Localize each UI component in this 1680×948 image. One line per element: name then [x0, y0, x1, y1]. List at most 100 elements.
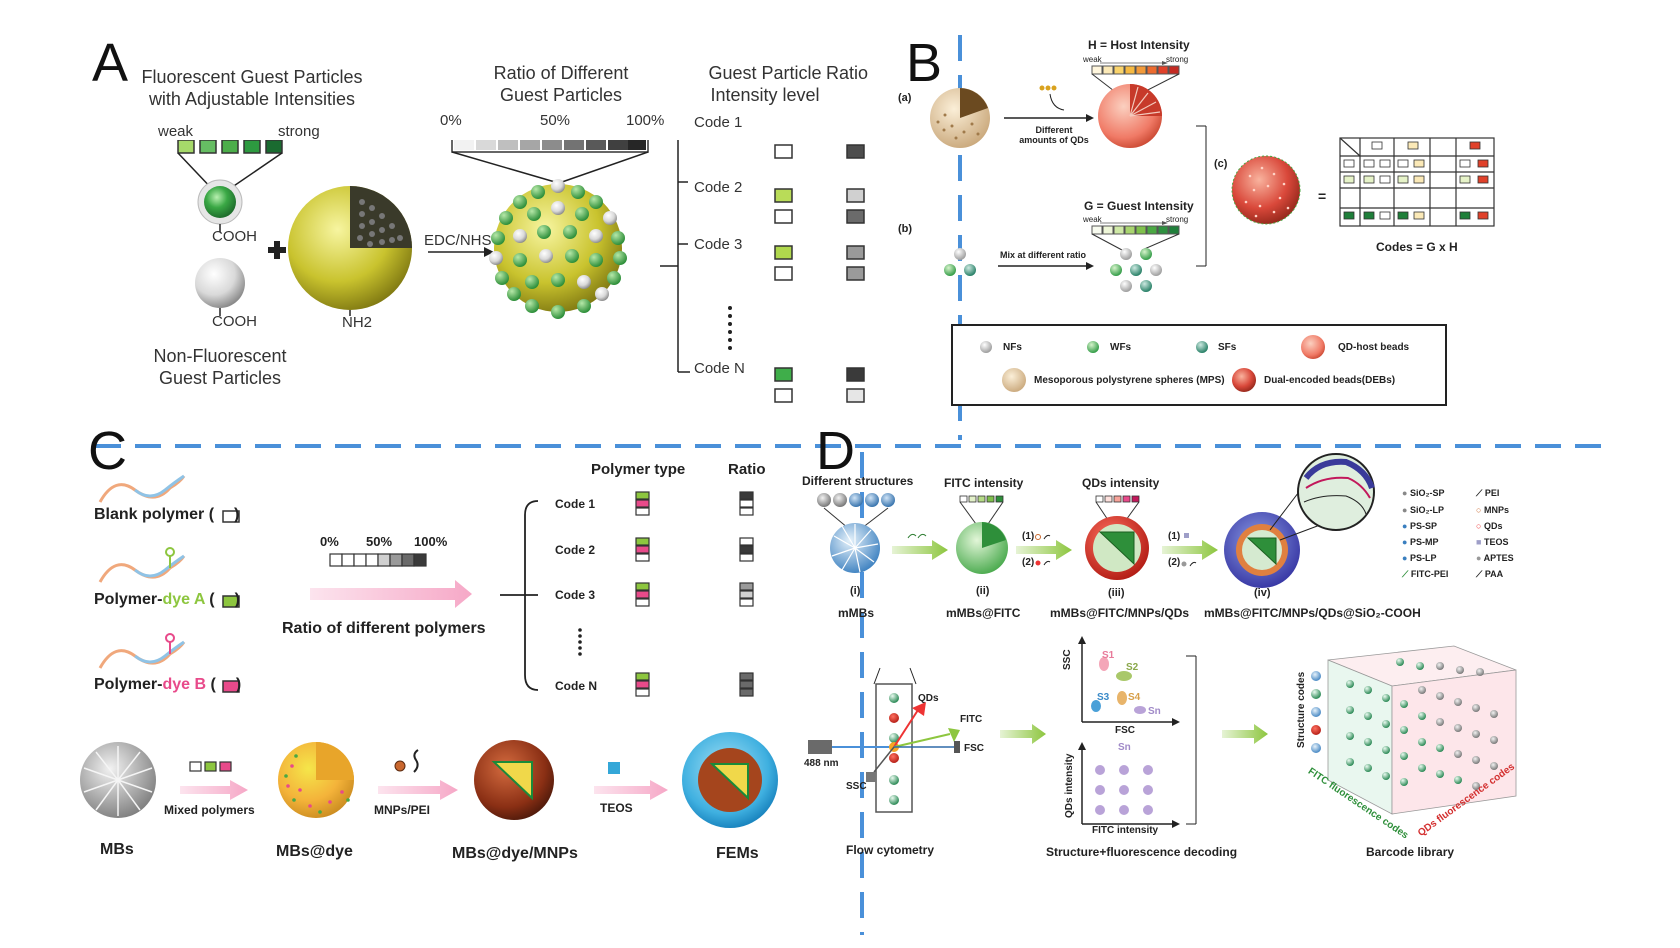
barcode-balls — [1346, 658, 1498, 790]
step-c-label: (c) — [1214, 158, 1228, 170]
polymer-type-stacks — [635, 491, 650, 697]
mix-ratio-label: Mix at different ratio — [1000, 250, 1087, 260]
flow-fitc-label: FITC — [960, 714, 983, 725]
mmbs-fitc-label: mMBs@FITC — [946, 606, 1021, 620]
legend-qds: ○ QDs — [1476, 521, 1503, 531]
structure-code-spheres — [1311, 671, 1321, 753]
step-ii-label: (ii) — [976, 585, 990, 597]
guest-strong: strong — [1166, 215, 1189, 224]
cluster-sn: Sn — [1148, 706, 1161, 717]
edc-nhs-label: EDC/NHS — [424, 232, 492, 249]
flow-cytometry-label: Flow cytometry — [846, 843, 935, 857]
code-table — [1339, 137, 1495, 227]
barcode-library-label: Barcode library — [1366, 845, 1455, 859]
cooh-label-1: COOH — [212, 228, 257, 245]
plot2-y-label: QDs intensity — [1064, 753, 1075, 818]
host-strong: strong — [1166, 55, 1189, 64]
decorated-particle-satellites — [489, 179, 627, 319]
plot2-x-label: FITC intensity — [1092, 825, 1159, 836]
polymer-dye-a-label: Polymer-dye A () — [94, 591, 240, 608]
strong-label: strong — [278, 123, 320, 140]
c-pct-100: 100% — [414, 534, 448, 549]
code-3-label: Code 3 — [694, 236, 743, 253]
step-b-label: (b) — [898, 223, 913, 235]
pct-0: 0% — [440, 112, 462, 129]
c-pct-50: 50% — [366, 534, 393, 549]
cluster-s1: S1 — [1102, 650, 1115, 661]
legend-fitc-pei: ⟋ FITC-PEI — [1402, 569, 1449, 579]
ratio-gradient-bar — [451, 140, 649, 153]
polymer-dye-b-label: Polymer-dye B () — [94, 676, 242, 693]
plot1-x-label: FSC — [1115, 725, 1135, 736]
laser-label: 488 nm — [804, 758, 839, 769]
code-n-label: Code N — [694, 360, 745, 377]
legend-ps-sp: ● PS-SP — [1402, 521, 1437, 531]
step-2a: (2) — [1022, 557, 1035, 568]
c-code-2: Code 2 — [555, 543, 596, 557]
qds-intensity-label: QDs intensity — [1082, 476, 1160, 490]
ratio-stacks — [739, 491, 754, 697]
c-ratio-header: Ratio — [728, 461, 766, 478]
step-2b: (2) — [1168, 557, 1181, 568]
pct-50: 50% — [540, 112, 571, 129]
c-code-1: Code 1 — [555, 497, 596, 511]
legend-sio2-lp: ● SiO₂-LP — [1402, 505, 1444, 515]
fems-label: FEMs — [716, 845, 759, 862]
pct-100: 100% — [626, 112, 665, 129]
host-intensity-title: H = Host Intensity — [1088, 38, 1190, 52]
mmbs-fitc-mnps-qds-label: mMBs@FITC/MNPs/QDs — [1050, 606, 1190, 620]
flow-ssc-label: SSC — [846, 781, 867, 792]
legend-mps: Mesoporous polystyrene spheres (MPS) — [1034, 375, 1225, 386]
panel-b-graphics — [930, 61, 1495, 406]
c-code-n: Code N — [555, 679, 597, 693]
different-structures-label: Different structures — [802, 474, 914, 488]
legend-nfs: NFs — [1003, 342, 1022, 353]
legend-sfs: SFs — [1218, 342, 1237, 353]
host-weak: weak — [1083, 55, 1102, 64]
step-1a: (1) — [1022, 531, 1035, 542]
panel-a-graphics — [177, 140, 865, 403]
legend-ps-lp: ● PS-LP — [1402, 553, 1437, 563]
weak-label: weak — [158, 123, 194, 140]
mmbs-label: mMBs — [838, 606, 875, 620]
panel-a-letter: A — [92, 33, 129, 93]
particle-legend-box — [951, 324, 1447, 406]
cluster-s4: S4 — [1128, 692, 1141, 703]
legend-mnps: ○ MNPs — [1476, 505, 1509, 515]
panel-c-letter: C — [88, 421, 127, 481]
plot1-y-label: SSC — [1062, 649, 1073, 670]
flow-fsc-label: FSC — [964, 743, 984, 754]
panel-b-letter: B — [906, 33, 943, 93]
c-code-3: Code 3 — [555, 588, 596, 602]
polymer-type-header: Polymer type — [591, 461, 686, 478]
guest-weak: weak — [1083, 215, 1102, 224]
mmbs-full-label: mMBs@FITC/MNPs/QDs@SiO₂-COOH — [1204, 606, 1421, 620]
decoding-label: Structure+fluorescence decoding — [1046, 845, 1238, 859]
intensity-scale — [177, 140, 283, 154]
cooh-label-2: COOH — [212, 313, 257, 330]
legend-qd-host: QD-host beads — [1338, 342, 1410, 353]
step-a-label: (a) — [898, 92, 912, 104]
teos-label: TEOS — [600, 801, 633, 815]
step-i-label: (i) — [850, 585, 861, 597]
nh2-label: NH2 — [342, 314, 373, 331]
mbs-label: MBs — [100, 841, 134, 858]
panel-d-graphics — [808, 453, 1517, 828]
codes-formula: Codes = G x H — [1376, 240, 1458, 254]
equals-sign: = — [1318, 188, 1327, 204]
plot2-sn: Sn — [1118, 742, 1131, 753]
legend-wfs: WFs — [1110, 342, 1132, 353]
legend-sio2-sp: ● SiO₂-SP — [1402, 488, 1445, 498]
legend-paa: ⟋ PAA — [1476, 569, 1504, 579]
ratio-polymers-label: Ratio of different polymers — [282, 620, 486, 637]
structure-codes-label: Structure codes — [1296, 671, 1307, 748]
panel-c-graphics — [80, 474, 778, 828]
mbs-dye-mnps-label: MBs@dye/MNPs — [452, 845, 578, 862]
c-pct-0: 0% — [320, 534, 339, 549]
code-squares — [774, 144, 865, 403]
code-2-label: Code 2 — [694, 179, 743, 196]
